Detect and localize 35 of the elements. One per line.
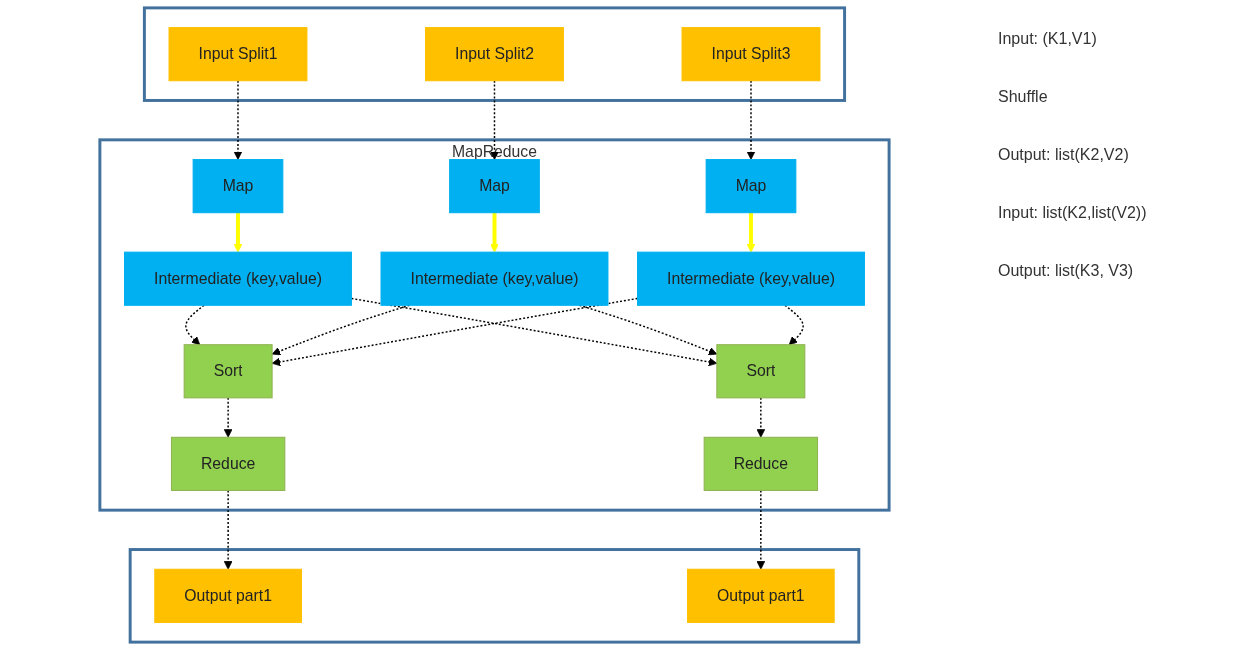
annotation-text: Input: list(K2,list(V2)) (998, 204, 1148, 222)
node-box: Output part1 (153, 568, 302, 623)
node-box: Intermediate (key,value) (380, 251, 608, 306)
node-box: Intermediate (key,value) (636, 251, 865, 306)
annotation-text: Output: list(K2,V2) (998, 146, 1130, 164)
cluster (142, 6, 846, 102)
arrow (184, 304, 205, 346)
arrow (746, 212, 755, 253)
arrow (756, 489, 765, 570)
arrow (233, 212, 242, 253)
node-box: Map (192, 159, 283, 214)
arrow (746, 80, 755, 160)
node-box: Input Split3 (681, 27, 820, 82)
arrow (223, 489, 232, 570)
annotation-text: Shuffle (998, 88, 1049, 106)
arrow (233, 80, 242, 160)
node-box: Reduce (170, 436, 285, 491)
arrow (489, 80, 499, 160)
node-box: Reduce (703, 436, 818, 491)
arrow (223, 397, 232, 438)
annotation-text: Input: (K1,V1) (998, 30, 1098, 48)
arrow (350, 297, 717, 367)
annotation-text: Output: list(K3, V3) (998, 262, 1135, 280)
node-box: Intermediate (key,value) (123, 251, 352, 306)
node-box: Input Split1 (168, 27, 307, 82)
node-box: Input Split2 (424, 27, 564, 82)
node-box: Map (705, 159, 796, 214)
node-box: Sort (183, 344, 273, 399)
arrow (271, 297, 638, 367)
node-box: Map (448, 159, 540, 214)
arrow (489, 212, 499, 253)
node-box: Output part1 (686, 568, 835, 623)
arrow (756, 397, 765, 438)
cluster (128, 548, 860, 644)
node-box: Sort (715, 344, 805, 399)
